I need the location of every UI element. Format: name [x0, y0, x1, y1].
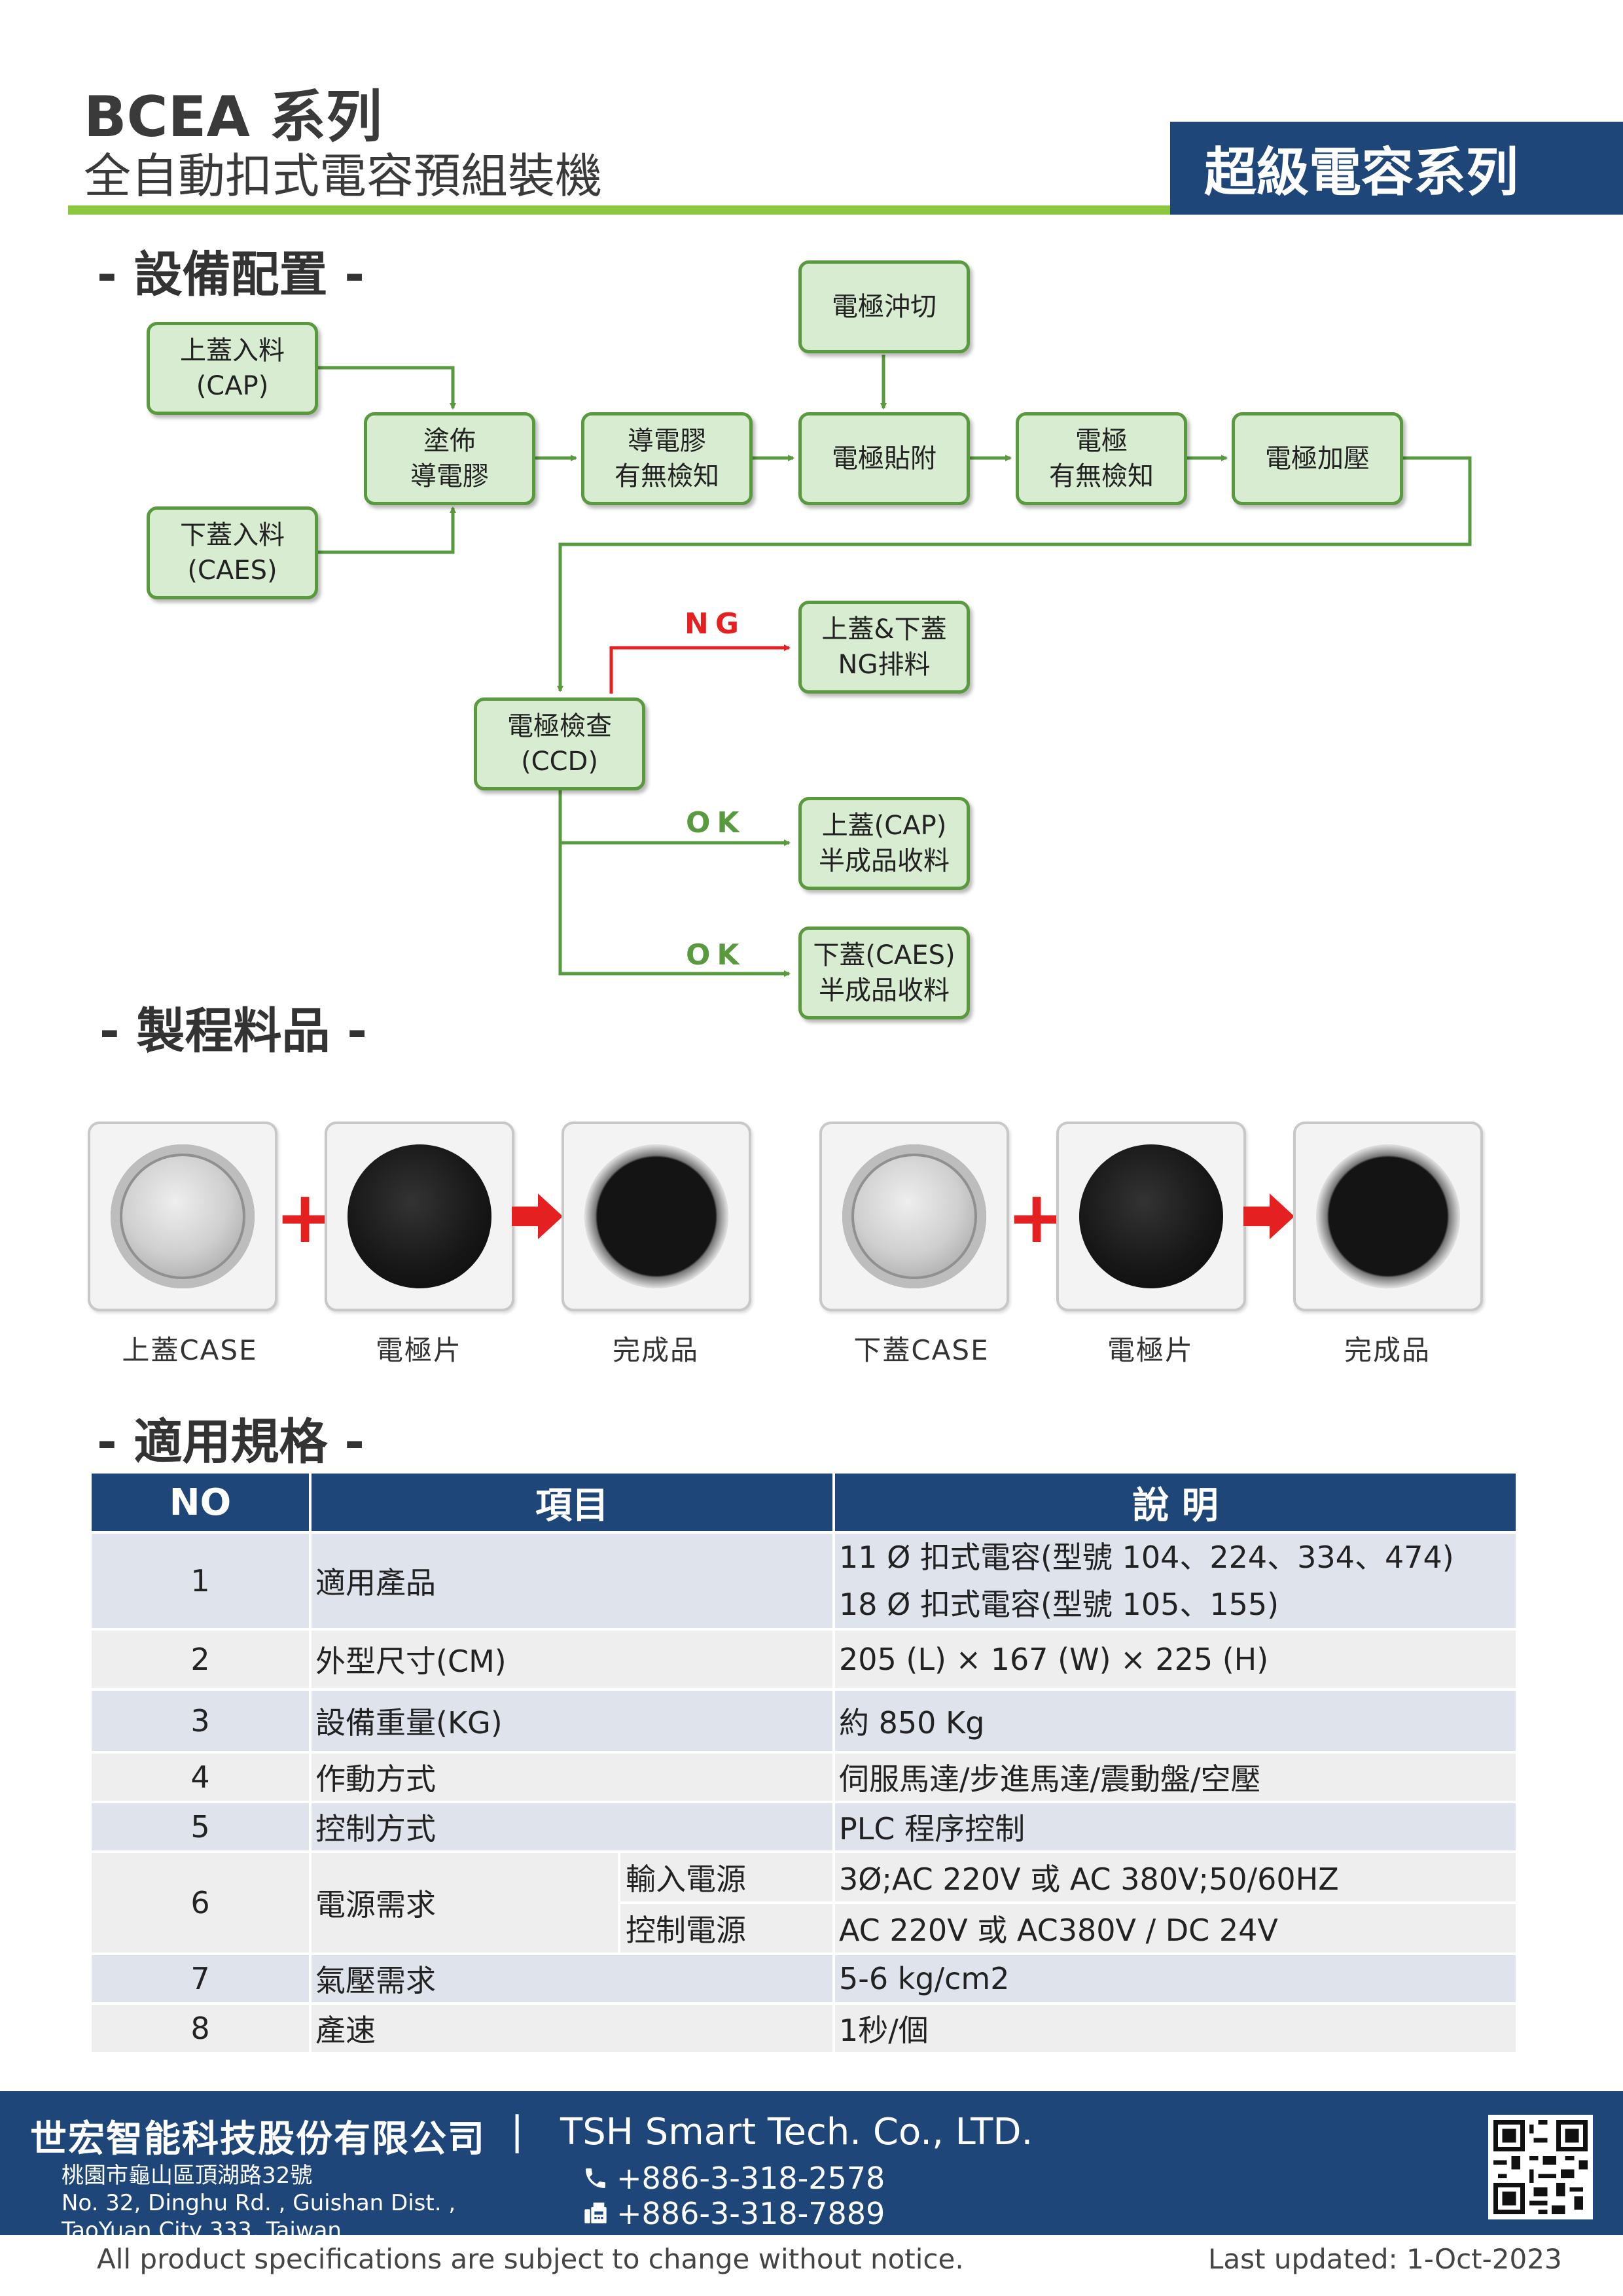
product-title: 全自動扣式電容預組裝機: [84, 149, 603, 203]
row-no: 2: [92, 1628, 312, 1688]
row-item: 設備重量(KG): [312, 1688, 835, 1751]
address-line-city: TaoYuan City 333, Taiwan: [62, 2217, 342, 2244]
phone-contact: +886-3-318-2578: [582, 2161, 885, 2196]
row-item: 適用產品: [312, 1531, 835, 1628]
material-label: 下蓋CASE: [853, 1334, 990, 1366]
flow-node-electrode-press: 電極加壓: [1232, 412, 1403, 505]
row-desc: AC 220V 或 AC380V / DC 24V: [835, 1901, 1516, 1952]
ok-label-cap: OK: [686, 806, 746, 839]
row-subitem: 控制電源: [620, 1901, 835, 1952]
company-name-en: TSH Smart Tech. Co., LTD.: [560, 2111, 1033, 2153]
table-row: 4 作動方式 伺服馬達/步進馬達/震動盤/空壓: [92, 1751, 1516, 1801]
row-item: 控制方式: [312, 1801, 835, 1850]
header-accent-bar: [68, 205, 1173, 215]
disclaimer-text: All product specifications are subject t…: [97, 2243, 964, 2275]
material-label: 電極片: [1107, 1334, 1194, 1366]
flow-connectors: [317, 355, 1472, 977]
row-item: 氣壓需求: [312, 1952, 835, 2002]
row-desc: 5-6 kg/cm2: [835, 1952, 1516, 2002]
row-subitem: 輸入電源: [620, 1850, 835, 1901]
header-item: 項目: [312, 1474, 835, 1531]
flow-node-ccd-inspect: 電極檢查(CCD): [474, 698, 645, 790]
material-label: 完成品: [612, 1334, 699, 1366]
row-desc: PLC 程序控制: [835, 1801, 1516, 1850]
category-label: 超級電容系列: [1204, 142, 1518, 203]
footer-separator: |: [510, 2108, 524, 2154]
flow-node-cap-input: 上蓋入料(CAP): [147, 322, 318, 415]
material-image-electrode: [325, 1122, 514, 1311]
row-desc: 205 (L) × 167 (W) × 225 (H): [835, 1628, 1516, 1688]
row-no: 3: [92, 1688, 312, 1751]
table-row: 7 氣壓需求 5-6 kg/cm2: [92, 1952, 1516, 2002]
row-desc: 伺服馬達/步進馬達/震動盤/空壓: [835, 1751, 1516, 1801]
flow-node-caes-collect: 下蓋(CAES)半成品收料: [798, 927, 970, 1019]
material-image-finished: [562, 1122, 751, 1311]
row-desc: 11 Ø 扣式電容(型號 104、224、334、474)18 Ø 扣式電容(型…: [835, 1531, 1516, 1628]
table-row: 8 產速 1秒/個: [92, 2002, 1516, 2052]
table-row: 1 適用產品 11 Ø 扣式電容(型號 104、224、334、474)18 Ø…: [92, 1531, 1516, 1628]
row-item: 作動方式: [312, 1751, 835, 1801]
row-no: 5: [92, 1801, 312, 1850]
flow-node-electrode-punch: 電極沖切: [798, 260, 970, 353]
section-heading-specs: - 適用規格 -: [97, 1414, 365, 1470]
address-line-en: No. 32, Dinghu Rd. , Guishan Dist. ,: [62, 2190, 456, 2216]
qr-code-icon[interactable]: [1488, 2115, 1593, 2219]
material-label: 上蓋CASE: [122, 1334, 258, 1366]
table-row: 3 設備重量(KG) 約 850 Kg: [92, 1688, 1516, 1751]
flow-node-glue-detect: 導電膠有無檢知: [581, 412, 753, 505]
row-no: 1: [92, 1531, 312, 1628]
row-item: 電源需求: [312, 1850, 620, 1952]
material-image-electrode: [1056, 1122, 1246, 1311]
flow-node-electrode-attach: 電極貼附: [798, 412, 970, 505]
ng-label: NG: [685, 607, 745, 641]
section-heading-config: - 設備配置 -: [97, 247, 365, 303]
spec-table: NO 項目 說 明 1 適用產品 11 Ø 扣式電容(型號 104、224、33…: [92, 1474, 1516, 2052]
arrow-right-icon: [512, 1193, 563, 1239]
address-line-cn: 桃園市龜山區頂湖路32號: [62, 2163, 313, 2189]
table-row: 5 控制方式 PLC 程序控制: [92, 1801, 1516, 1850]
flow-node-electrode-detect: 電極有無檢知: [1016, 412, 1187, 505]
row-desc: 約 850 Kg: [835, 1688, 1516, 1751]
fax-contact: +886-3-318-7889: [582, 2196, 885, 2231]
fax-number[interactable]: +886-3-318-7889: [616, 2196, 885, 2231]
company-name-cn: 世宏智能科技股份有限公司: [30, 2118, 486, 2161]
ok-label-caes: OK: [686, 938, 746, 972]
category-banner: 超級電容系列: [1170, 122, 1623, 215]
footer-bar: 世宏智能科技股份有限公司 | TSH Smart Tech. Co., LTD.…: [0, 2091, 1623, 2244]
series-title: BCEA 系列: [84, 84, 382, 150]
row-no: 6: [92, 1850, 312, 1952]
phone-number[interactable]: +886-3-318-2578: [616, 2161, 885, 2196]
material-image-cap-case: [88, 1122, 277, 1311]
table-header-row: NO 項目 說 明: [92, 1474, 1516, 1531]
material-image-caes-case: [819, 1122, 1009, 1311]
row-item: 外型尺寸(CM): [312, 1628, 835, 1688]
phone-icon: [586, 2168, 605, 2188]
material-label: 電極片: [375, 1334, 462, 1366]
fax-icon: [584, 2202, 607, 2223]
row-no: 4: [92, 1751, 312, 1801]
arrow-right-icon: [1243, 1193, 1294, 1239]
flow-node-coat-glue: 塗佈導電膠: [364, 412, 535, 505]
row-desc: 3Ø;AC 220V 或 AC 380V;50/60HZ: [835, 1850, 1516, 1901]
header-desc: 說 明: [1132, 1484, 1219, 1527]
row-desc: 1秒/個: [835, 2002, 1516, 2052]
table-row: 2 外型尺寸(CM) 205 (L) × 167 (W) × 225 (H): [92, 1628, 1516, 1688]
row-no: 8: [92, 2002, 312, 2052]
header-no: NO: [92, 1474, 312, 1531]
section-heading-materials: - 製程料品 -: [99, 1003, 367, 1059]
flow-node-cap-collect: 上蓋(CAP)半成品收料: [798, 797, 970, 890]
material-label: 完成品: [1344, 1334, 1431, 1366]
row-no: 7: [92, 1952, 312, 2002]
last-updated-text: Last updated: 1-Oct-2023: [1208, 2243, 1562, 2275]
row-item: 產速: [312, 2002, 835, 2052]
table-row: 6 電源需求 輸入電源 3Ø;AC 220V 或 AC 380V;50/60HZ: [92, 1850, 1516, 1952]
material-image-finished: [1293, 1122, 1483, 1311]
flow-node-caes-input: 下蓋入料(CAES): [147, 506, 318, 599]
